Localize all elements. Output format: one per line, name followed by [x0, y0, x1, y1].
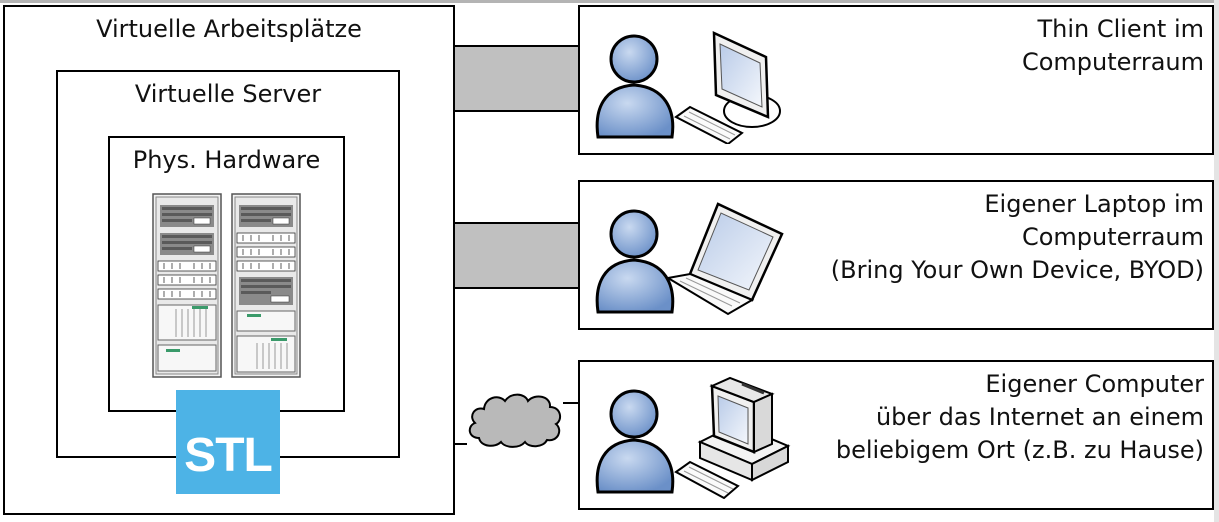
client-box-thin-client: Thin Client im Computerraum — [578, 5, 1214, 155]
client-description: Eigener Laptop im Computerraum (Bring Yo… — [831, 188, 1204, 287]
client-text-line: (Bring Your Own Device, BYOD) — [830, 256, 1204, 284]
top-border — [0, 0, 1219, 3]
client-text-line: Eigener Computer — [985, 370, 1204, 398]
connector-thin-client — [455, 45, 580, 112]
client-box-laptop: Eigener Laptop im Computerraum (Bring Yo… — [578, 180, 1214, 330]
connector-laptop — [455, 222, 580, 289]
stl-logo-text: STL — [184, 429, 273, 482]
monitor-icon — [712, 31, 781, 128]
client-description: Thin Client im Computerraum — [1022, 13, 1204, 79]
client-box-home-computer: Eigener Computer über das Internet an ei… — [578, 360, 1214, 510]
client-text-line: Thin Client im — [1037, 15, 1204, 43]
user-laptop-icon — [595, 202, 784, 316]
stl-logo: STL — [176, 390, 280, 494]
physical-hardware-title: Phys. Hardware — [132, 146, 321, 174]
client-text-line: Eigener Laptop im — [984, 190, 1204, 218]
virtual-workplaces-title: Virtuelle Arbeitsplätze — [96, 15, 362, 43]
user-desktop-computer-icon — [595, 376, 791, 499]
keyboard-icon — [674, 460, 740, 499]
server-rack-icon — [231, 193, 301, 378]
connector-line-right — [563, 402, 580, 404]
server-rack-icon — [152, 193, 222, 378]
virtual-servers-title: Virtuelle Server — [134, 80, 322, 108]
internet-cloud-icon — [468, 393, 562, 448]
person-icon — [595, 389, 675, 494]
client-text-line: Computerraum — [1021, 223, 1204, 251]
client-text-line: über das Internet an einem — [875, 403, 1204, 431]
person-icon — [595, 209, 675, 314]
client-text-line: beliebigem Ort (z.B. zu Hause) — [835, 436, 1204, 464]
client-text-line: Computerraum — [1021, 48, 1204, 76]
person-icon — [595, 34, 675, 139]
laptop-icon — [665, 202, 784, 316]
right-border — [1214, 0, 1219, 522]
desktop-computer-icon — [697, 376, 791, 482]
connector-line-left — [455, 443, 467, 445]
user-thin-client-icon — [595, 31, 781, 144]
physical-hardware-box: Phys. Hardware — [108, 136, 345, 412]
client-description: Eigener Computer über das Internet an ei… — [836, 368, 1204, 467]
keyboard-icon — [674, 105, 744, 144]
